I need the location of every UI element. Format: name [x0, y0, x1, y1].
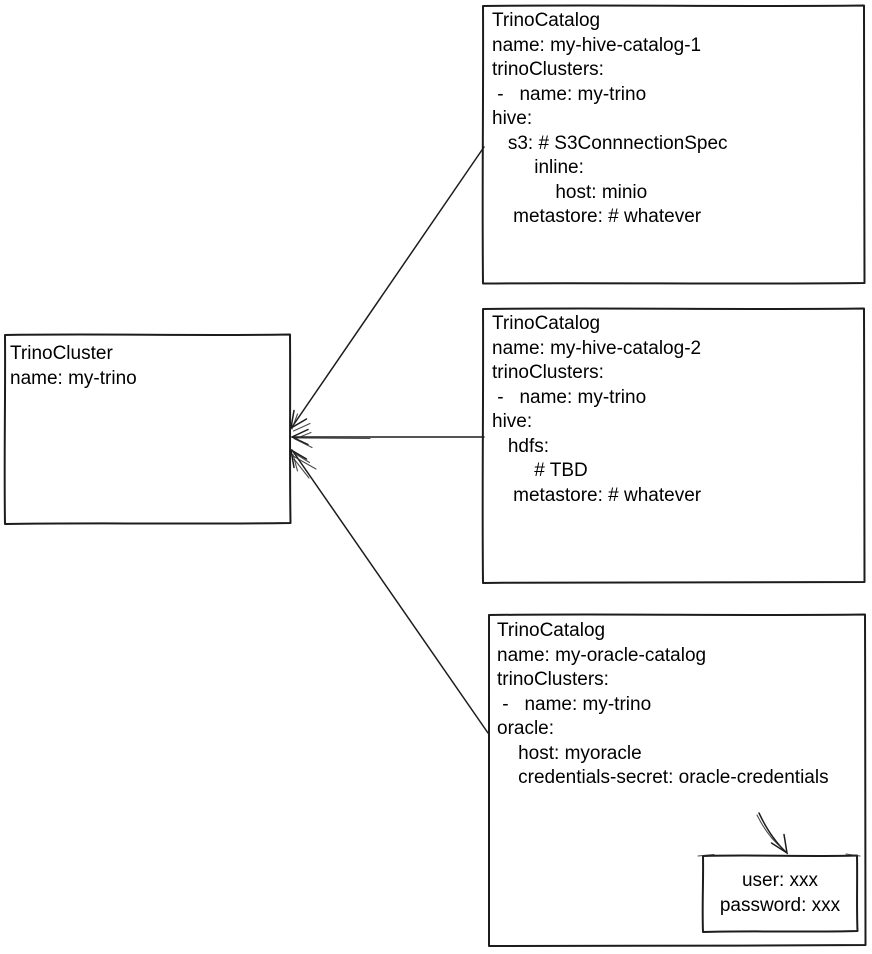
arrowhead-icon — [289, 409, 308, 430]
node-text-line: host: minio — [492, 181, 648, 203]
connector-line — [291, 449, 489, 734]
node-text-line: s3: # S3ConnnectionSpec — [492, 132, 728, 154]
node-text-line: hive: — [492, 108, 533, 129]
node-title: TrinoCatalog — [492, 10, 601, 31]
arrowhead-stray-stroke — [292, 455, 317, 479]
node-text-line: trinoClusters: — [497, 669, 609, 690]
node-text-line: name: my-oracle-catalog — [497, 644, 707, 666]
arrowhead-overdraw-icon — [293, 431, 313, 449]
node-text-line: hdfs: — [492, 435, 550, 457]
node-text-line: - name: my-trino — [497, 693, 652, 715]
node-text-line: trinoClusters: — [492, 59, 604, 80]
trino-catalog-1-node: TrinoCatalog name: my-hive-catalog-1 tri… — [482, 5, 864, 283]
node-title: TrinoCatalog — [497, 620, 606, 641]
trino-catalog-2-node: TrinoCatalog name: my-hive-catalog-2 tri… — [482, 308, 864, 583]
secret-user-line: user: xxx — [741, 870, 819, 891]
node-text-line: # TBD — [492, 460, 588, 481]
trino-catalog-3-node: TrinoCatalog name: my-oracle-catalog tri… — [488, 614, 866, 946]
edge-catalog1-to-cluster — [289, 146, 485, 432]
node-text-line: name: my-hive-catalog-2 — [492, 337, 702, 359]
edge-catalog3-to-cluster — [289, 448, 489, 734]
secret-password-line: password: xxx — [719, 894, 841, 916]
node-text-line: - name: my-trino — [492, 83, 647, 105]
secret-node: user: xxx password: xxx — [702, 854, 858, 932]
edge-catalog2-to-cluster — [290, 428, 485, 449]
arrowhead-icon — [289, 448, 308, 469]
node-text-line: inline: — [492, 157, 584, 178]
connector-overdraw — [294, 437, 371, 440]
node-text-line: credentials-secret: oracle-credentials — [497, 767, 829, 788]
arrowhead-icon — [290, 428, 309, 446]
node-text-line: trinoClusters: — [492, 362, 604, 383]
node-text-line: oracle: — [497, 718, 555, 739]
trino-cluster-node: TrinoCluster name: my-trino — [4, 334, 291, 524]
arrowhead-overdraw-icon — [292, 452, 311, 472]
node-text-line: - name: my-trino — [492, 386, 647, 408]
node-text-line: host: myoracle — [497, 742, 642, 764]
node-title: TrinoCluster — [10, 343, 113, 364]
node-text-line: name: my-hive-catalog-1 — [492, 34, 702, 56]
node-text-line: metastore: # whatever — [492, 484, 702, 506]
arrowhead-overdraw-icon — [291, 413, 311, 432]
node-text-line: name: my-trino — [10, 367, 137, 389]
node-text-line: metastore: # whatever — [492, 206, 702, 227]
node-text-line: hive: — [492, 411, 533, 432]
connector-line — [291, 146, 485, 428]
node-title: TrinoCatalog — [492, 313, 601, 334]
